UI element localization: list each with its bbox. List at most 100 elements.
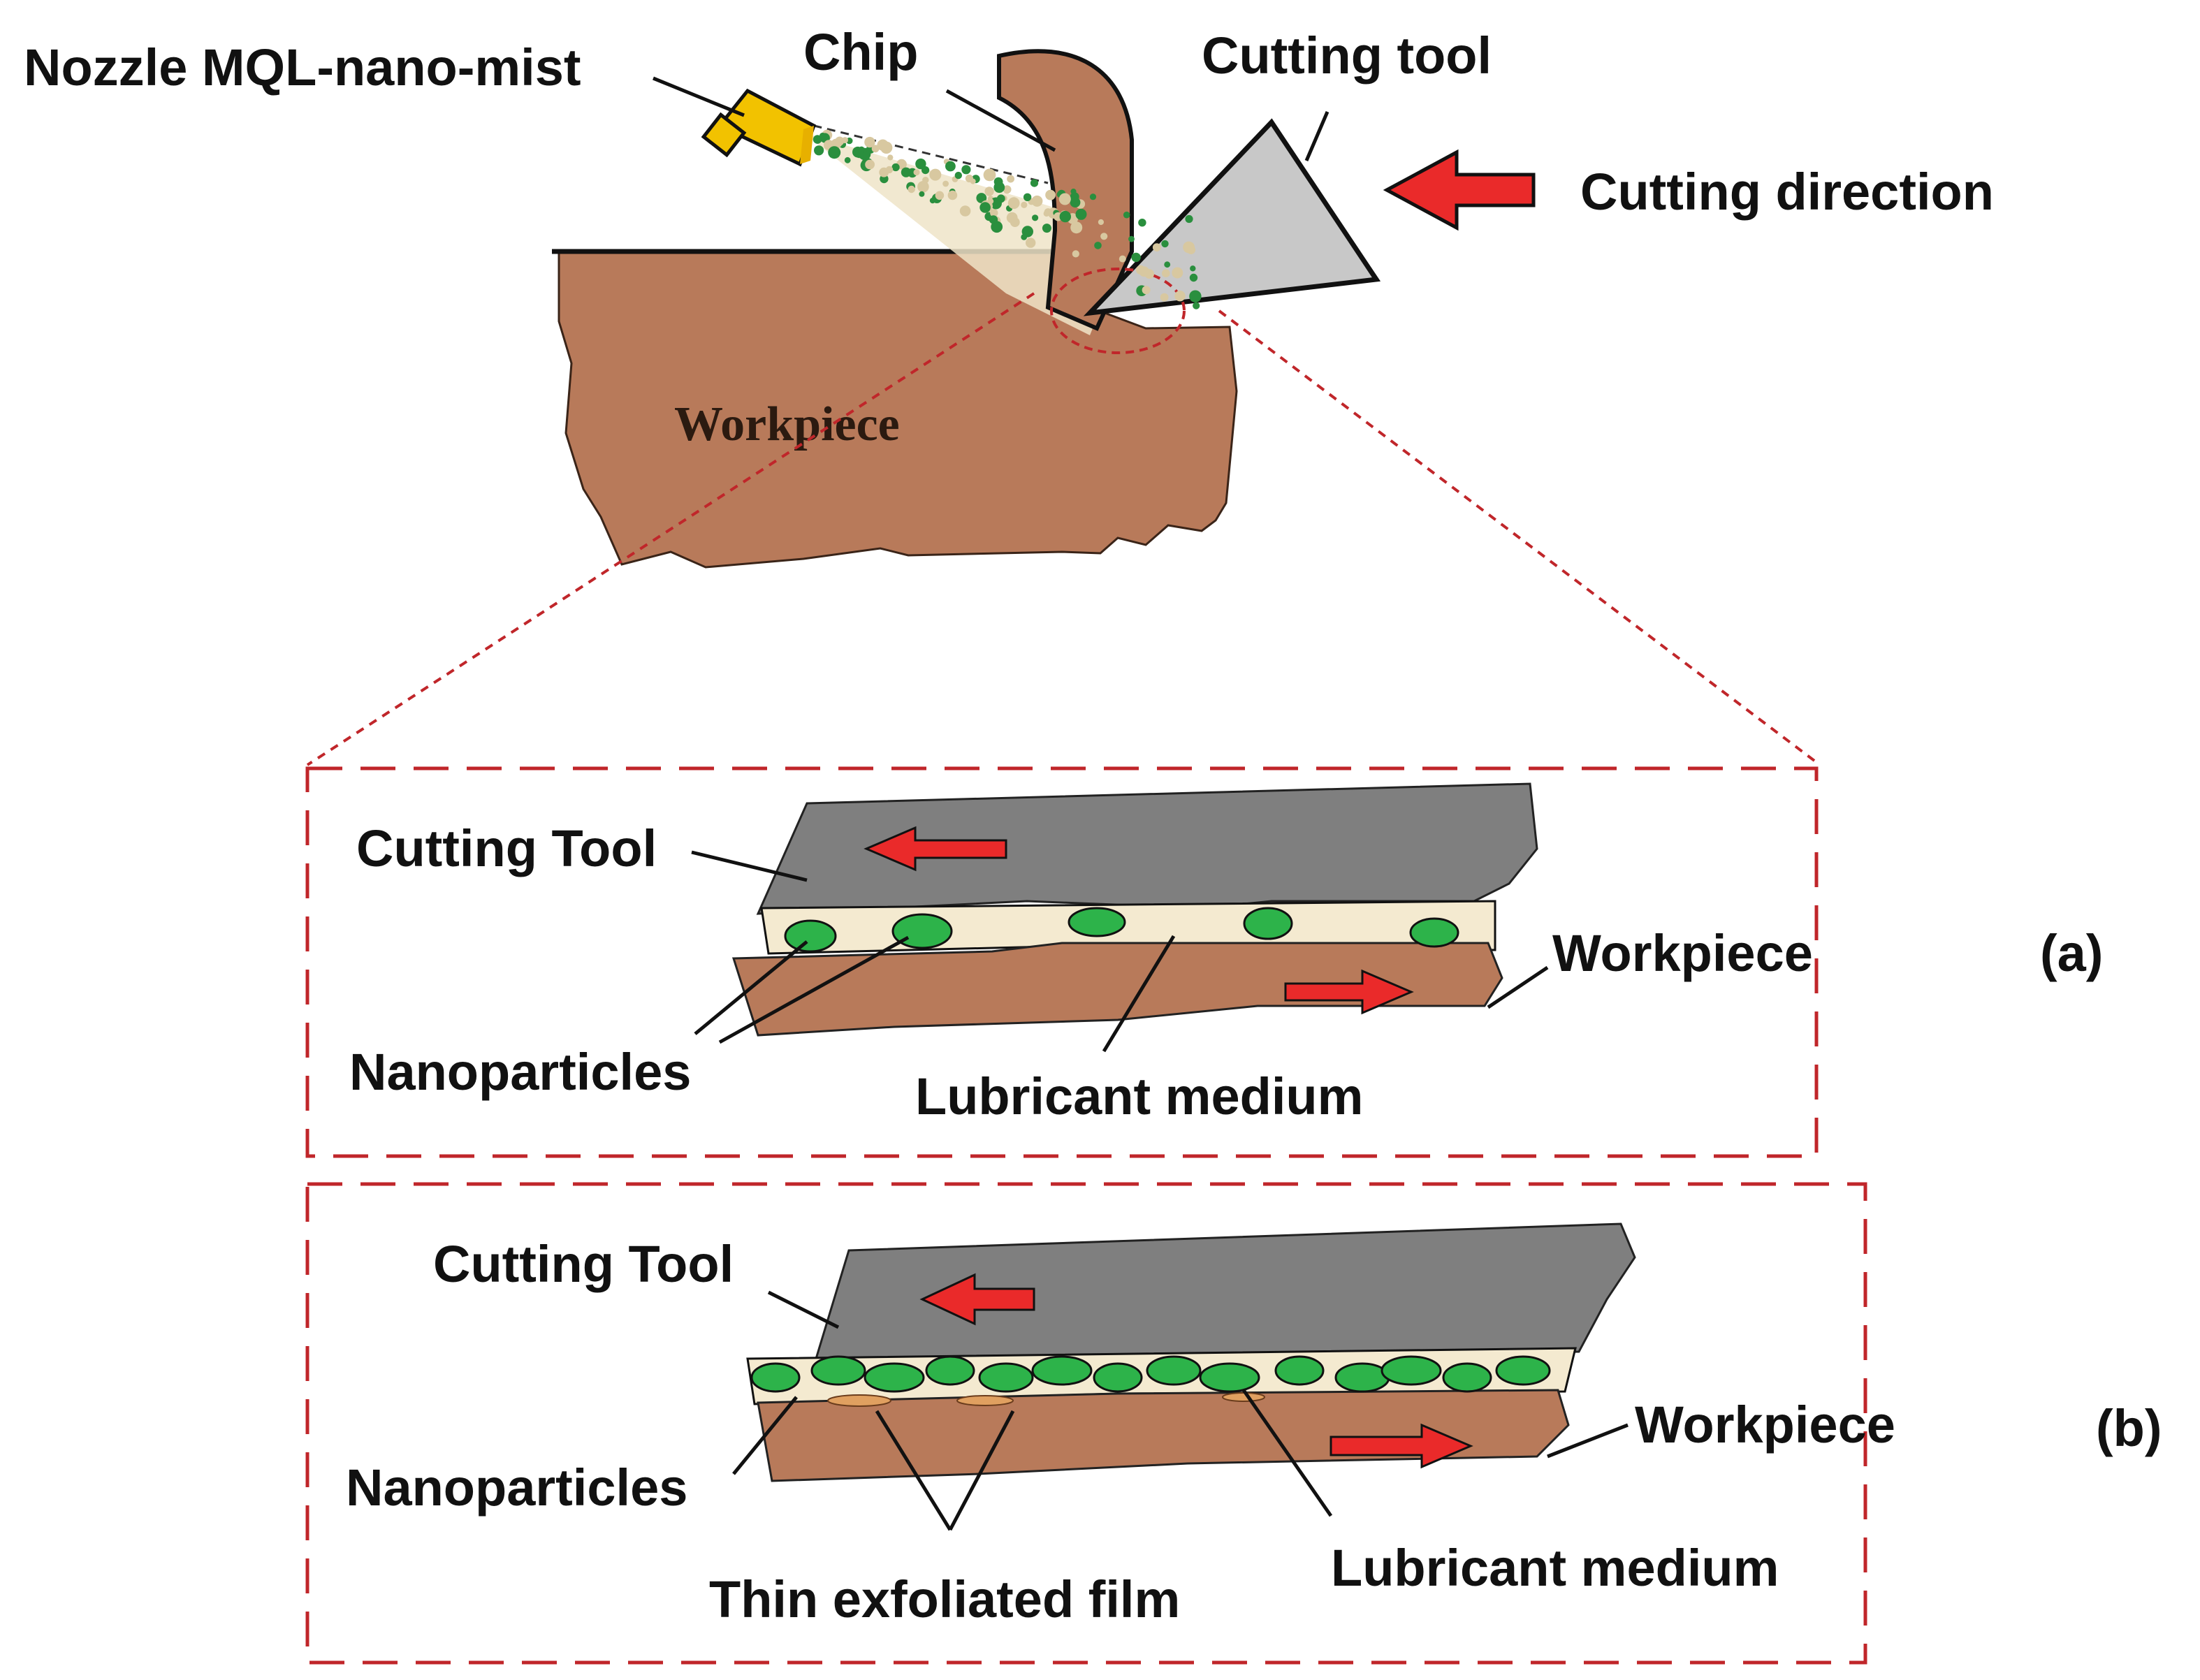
mist-particle	[814, 145, 824, 156]
panel-a-workpiece-leader	[1487, 965, 1549, 1009]
mist-particle	[865, 159, 875, 170]
mist-particle	[990, 209, 998, 217]
panel-b-workpiece-leader	[1547, 1423, 1629, 1459]
panel-a-tool-label: Cutting Tool	[356, 819, 657, 877]
cutting-direction-label: Cutting direction	[1580, 163, 1994, 221]
mist-particle	[965, 174, 973, 183]
panel-b: Cutting Tool Workpiece (b) Nanoparticles…	[305, 1182, 2162, 1665]
panel-b-tool-label: Cutting Tool	[433, 1235, 734, 1293]
mist-particle	[1162, 269, 1170, 278]
shear-zone	[1050, 268, 1186, 354]
mist-particle	[1072, 250, 1079, 258]
mist-particle	[1045, 189, 1056, 200]
workpiece-label: Workpiece	[674, 397, 900, 451]
panel-a-workpiece-arrow	[1284, 969, 1414, 1015]
panel-a-frame	[305, 766, 1819, 1158]
nanoparticle	[1031, 1355, 1093, 1386]
panel-b-tool-leader	[767, 1290, 840, 1329]
mist-particle	[922, 177, 929, 184]
zoom-lines	[306, 292, 1821, 766]
panel-b-workpiece	[757, 1389, 1570, 1482]
panel-a-workpiece-label: Workpiece	[1552, 924, 1813, 982]
mist-particle	[1007, 175, 1014, 183]
mist-particle	[877, 139, 889, 151]
mist-particle	[1094, 242, 1102, 249]
mist-particle	[984, 187, 994, 196]
nozzle-label: Nozzle MQL-nano-mist	[24, 38, 581, 96]
mist-particle	[1164, 261, 1171, 268]
panel-a-lubricant-leader	[1102, 935, 1176, 1053]
panel-b-tool-arrow	[919, 1273, 1035, 1326]
mist-particle	[954, 171, 963, 180]
mist-particle	[993, 182, 1005, 193]
mist-particle	[1059, 210, 1072, 223]
mist-particle	[842, 137, 848, 144]
workpiece-block	[558, 250, 1238, 569]
mist-particle	[1070, 197, 1081, 208]
nanoparticle	[1199, 1362, 1260, 1393]
panel-b-particle-leader	[732, 1396, 798, 1475]
panel-a-workpiece	[731, 942, 1503, 1037]
chip-label: Chip	[803, 23, 918, 81]
panel-a-tag: (a)	[2040, 924, 2103, 982]
chip-leader-line	[945, 89, 1056, 152]
mist-particle	[1138, 219, 1146, 227]
panel-a-particle-leader-1	[694, 940, 808, 1035]
panel-a-particle-leader-2	[718, 935, 910, 1044]
panel-b-film-leader-2	[948, 1410, 1015, 1531]
mist-particle	[1058, 193, 1071, 205]
mist-particle	[1010, 217, 1020, 227]
mist-particle	[1123, 211, 1130, 219]
nanoparticle	[784, 919, 837, 953]
mist-particle	[1032, 214, 1039, 221]
nanoparticle	[750, 1362, 801, 1393]
nanoparticle	[978, 1362, 1034, 1393]
nozzle-icon	[701, 88, 817, 167]
cutting-direction-arrow	[1383, 149, 1536, 231]
mist-particle	[915, 158, 926, 170]
mist-particle	[828, 146, 841, 159]
panel-b-frame	[305, 1182, 1867, 1665]
mist-particle	[901, 167, 911, 177]
mist-particle	[947, 190, 958, 200]
panel-b-tag: (b)	[2096, 1399, 2162, 1457]
mist-particle	[1070, 221, 1083, 234]
panel-b-film-leader-1	[875, 1410, 952, 1531]
mist-particle	[983, 168, 996, 182]
mist-particle	[1030, 179, 1039, 187]
mist-particle	[913, 169, 920, 176]
mist-particle	[961, 165, 971, 175]
panel-a-nanoparticles-label: Nanoparticles	[349, 1043, 691, 1101]
mist-particle	[1089, 193, 1097, 200]
mist-particle	[819, 132, 826, 140]
nanoparticle	[1243, 907, 1293, 940]
mist-particle	[942, 180, 949, 187]
mist-particle	[935, 191, 945, 200]
mist-particle	[976, 193, 987, 203]
panel-a-lubricant-label: Lubricant medium	[915, 1067, 1363, 1125]
cutting-tool	[1083, 118, 1381, 316]
nanoparticle	[810, 1355, 866, 1386]
mist-particle	[1160, 293, 1169, 302]
mist-particle	[871, 145, 880, 153]
mist-particle	[959, 205, 971, 217]
nanoparticle	[1274, 1355, 1325, 1386]
panel-a-tool-arrow	[864, 826, 1007, 872]
mist-particle	[989, 215, 998, 224]
mist-particle	[864, 136, 875, 148]
mist-particle	[1161, 240, 1169, 248]
mist-particle	[1189, 273, 1198, 282]
panel-a: Cutting Tool Workpiece (a) Nanoparticles…	[305, 766, 2103, 1158]
mist-particle	[1042, 224, 1051, 233]
mist-particle	[1189, 290, 1202, 302]
cutting-tool-label: Cutting tool	[1202, 27, 1492, 85]
mist-particle	[1075, 208, 1087, 220]
mist-particle	[1098, 219, 1104, 226]
mist-particle	[1119, 255, 1126, 263]
panel-a-nanoparticles	[784, 907, 1459, 953]
mist-particle	[996, 194, 1005, 203]
mist-particle	[1193, 302, 1200, 309]
mist-particle	[879, 167, 889, 177]
mist-particle	[979, 202, 991, 213]
